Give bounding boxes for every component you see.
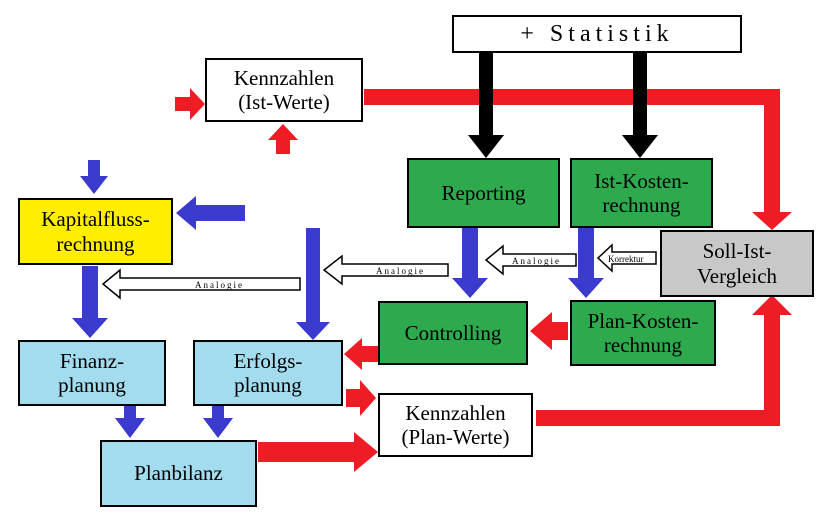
analogie-arrow-left	[101, 268, 301, 300]
red-arrow-up-kennzahlen-ist	[268, 124, 298, 154]
node-planbilanz: Planbilanz	[100, 440, 257, 507]
blue-arrow-ist-kosten-to-plan-kosten	[568, 228, 604, 298]
statistik-label: + Statistik	[520, 20, 674, 47]
node-plan-kosten-label: Plan-Kosten- rechnung	[587, 308, 699, 357]
node-kapitalfluss: Kapitalfluss- rechnung	[18, 198, 173, 265]
node-kennzahlen-plan: Kennzahlen (Plan-Werte)	[378, 393, 533, 457]
blue-arrows	[72, 160, 604, 438]
node-finanzplanung: Finanz- planung	[18, 340, 166, 406]
node-ist-kosten-label: Ist-Kosten- rechnung	[594, 168, 689, 217]
statistik-bar: + Statistik	[452, 15, 742, 53]
blue-arrow-reporting-to-controlling	[452, 228, 488, 298]
node-kapitalfluss-label: Kapitalfluss- rechnung	[41, 207, 150, 256]
node-reporting-label: Reporting	[441, 180, 526, 205]
node-kennzahlen-plan-label: Kennzahlen (Plan-Werte)	[401, 400, 510, 449]
analogie-label-left: Analogie	[195, 280, 244, 290]
node-ist-kosten: Ist-Kosten- rechnung	[570, 158, 713, 228]
node-kennzahlen-ist-label: Kennzahlen (Ist-Werte)	[233, 65, 335, 114]
outline-arrows	[101, 243, 657, 300]
red-arrow-erfolgsplanung-to-kennzahlen-plan	[346, 380, 376, 416]
blue-arrow-finanzplanung-to-planbilanz	[115, 405, 145, 438]
analogie-label-right: Analogie	[512, 256, 561, 266]
analogie-label-middle: Analogie	[376, 266, 425, 276]
red-arrow-into-kennzahlen-ist	[175, 88, 205, 120]
blue-arrow-into-kapitalfluss-top	[80, 160, 108, 194]
red-arrow-controlling-to-erfolgsplanung	[344, 338, 378, 370]
blue-arrow-erfolgsplanung-to-planbilanz	[203, 405, 233, 438]
node-soll-ist-label: Soll-Ist- Vergleich	[696, 239, 778, 288]
node-plan-kosten: Plan-Kosten- rechnung	[570, 300, 716, 366]
node-reporting: Reporting	[407, 158, 560, 228]
analogie-arrow-middle	[322, 254, 449, 286]
blue-arrow-kapitalfluss-to-finanzplanung	[72, 266, 108, 338]
node-kennzahlen-ist: Kennzahlen (Ist-Werte)	[205, 58, 363, 122]
node-erfolgsplanung-label: Erfolgs- planung	[233, 348, 303, 397]
node-planbilanz-label: Planbilanz	[134, 461, 223, 486]
black-arrows	[468, 52, 658, 158]
node-erfolgsplanung: Erfolgs- planung	[193, 340, 343, 406]
node-controlling-label: Controlling	[404, 320, 502, 345]
blue-arrow-to-erfolgsplanung	[296, 228, 330, 340]
node-controlling: Controlling	[378, 301, 528, 365]
korrektur-label: Korrektur	[608, 254, 644, 264]
red-arrow-plan-kosten-to-controlling	[530, 312, 568, 350]
korrektur-arrow	[596, 243, 657, 273]
black-arrow-statistik-to-reporting	[468, 52, 504, 158]
blue-arrow-to-kapitalfluss-from-right	[176, 196, 245, 230]
red-arrow-kennzahlen-ist-to-soll-ist	[364, 89, 792, 230]
red-arrow-kennzahlen-plan-to-soll-ist	[536, 295, 792, 426]
analogie-arrow-right	[484, 244, 577, 276]
node-soll-ist: Soll-Ist- Vergleich	[660, 230, 814, 297]
red-arrows	[175, 88, 792, 472]
node-finanzplanung-label: Finanz- planung	[58, 348, 126, 397]
black-arrow-statistik-to-ist-kosten	[622, 52, 658, 158]
red-arrow-planbilanz-to-kennzahlen-plan	[258, 432, 378, 472]
